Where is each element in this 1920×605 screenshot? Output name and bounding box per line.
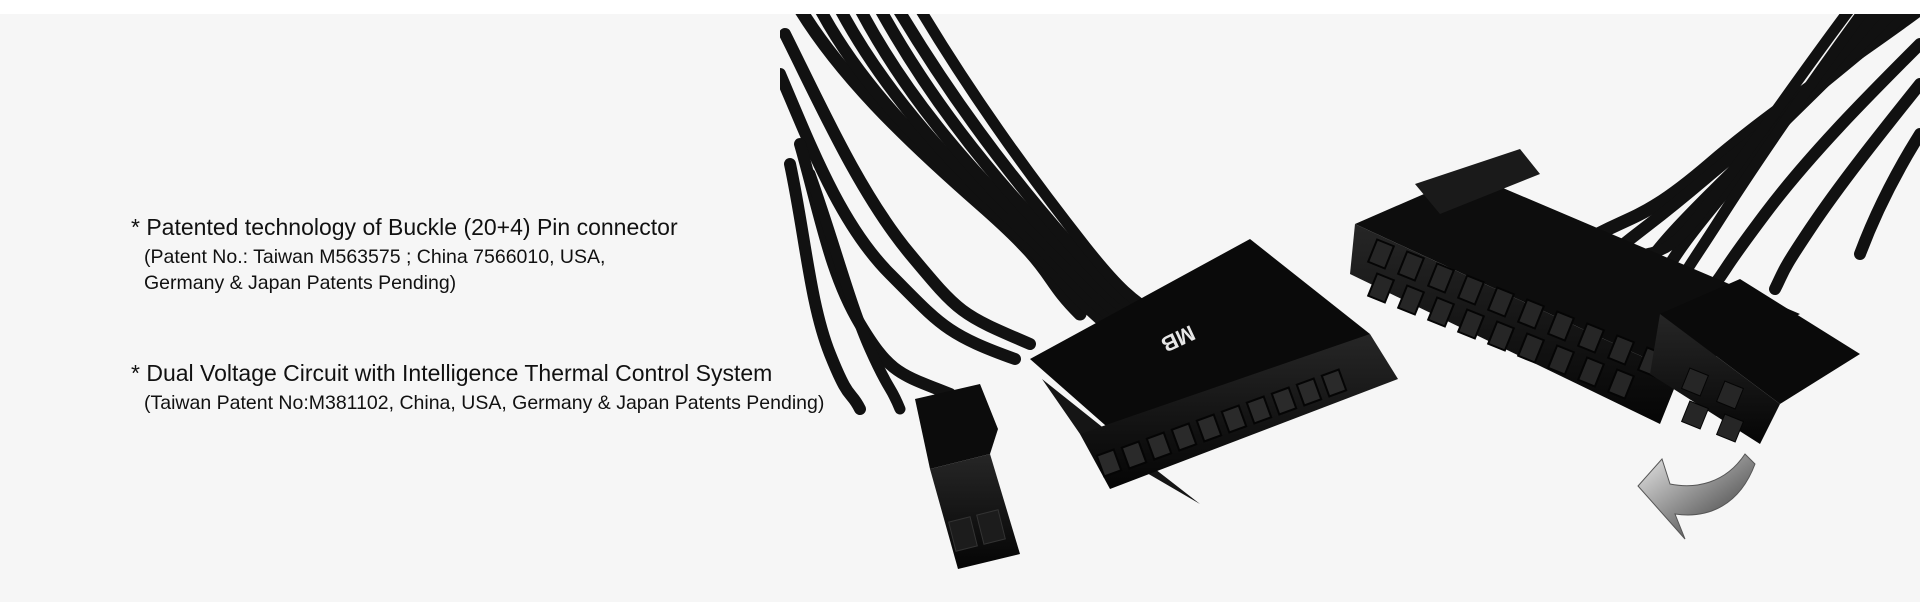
mb-20pin-connector: MB [1030,239,1398,504]
feature-patent-note: (Taiwan Patent No:M381102, China, USA, G… [144,392,825,414]
feature-buckle-connector: * Patented technology of Buckle (20+4) P… [131,214,678,297]
right-20plus4-connector [1350,149,1860,444]
rotate-arrow-icon [1637,453,1756,540]
feature-patent-note: Germany & Japan Patents Pending) [144,271,457,294]
feature-title: * Dual Voltage Circuit with Intelligence… [131,360,773,386]
product-banner: * Patented technology of Buckle (20+4) P… [0,14,1920,602]
left-4pin-connector [915,384,1020,569]
left-cable-bundle [780,14,1196,415]
feature-title: * Patented technology of Buckle (20+4) P… [131,214,678,240]
feature-patent-note: (Patent No.: Taiwan M563575 ; China 7566… [144,246,606,268]
feature-dual-voltage: * Dual Voltage Circuit with Intelligence… [131,360,824,417]
connector-photo: MB [780,14,1920,569]
